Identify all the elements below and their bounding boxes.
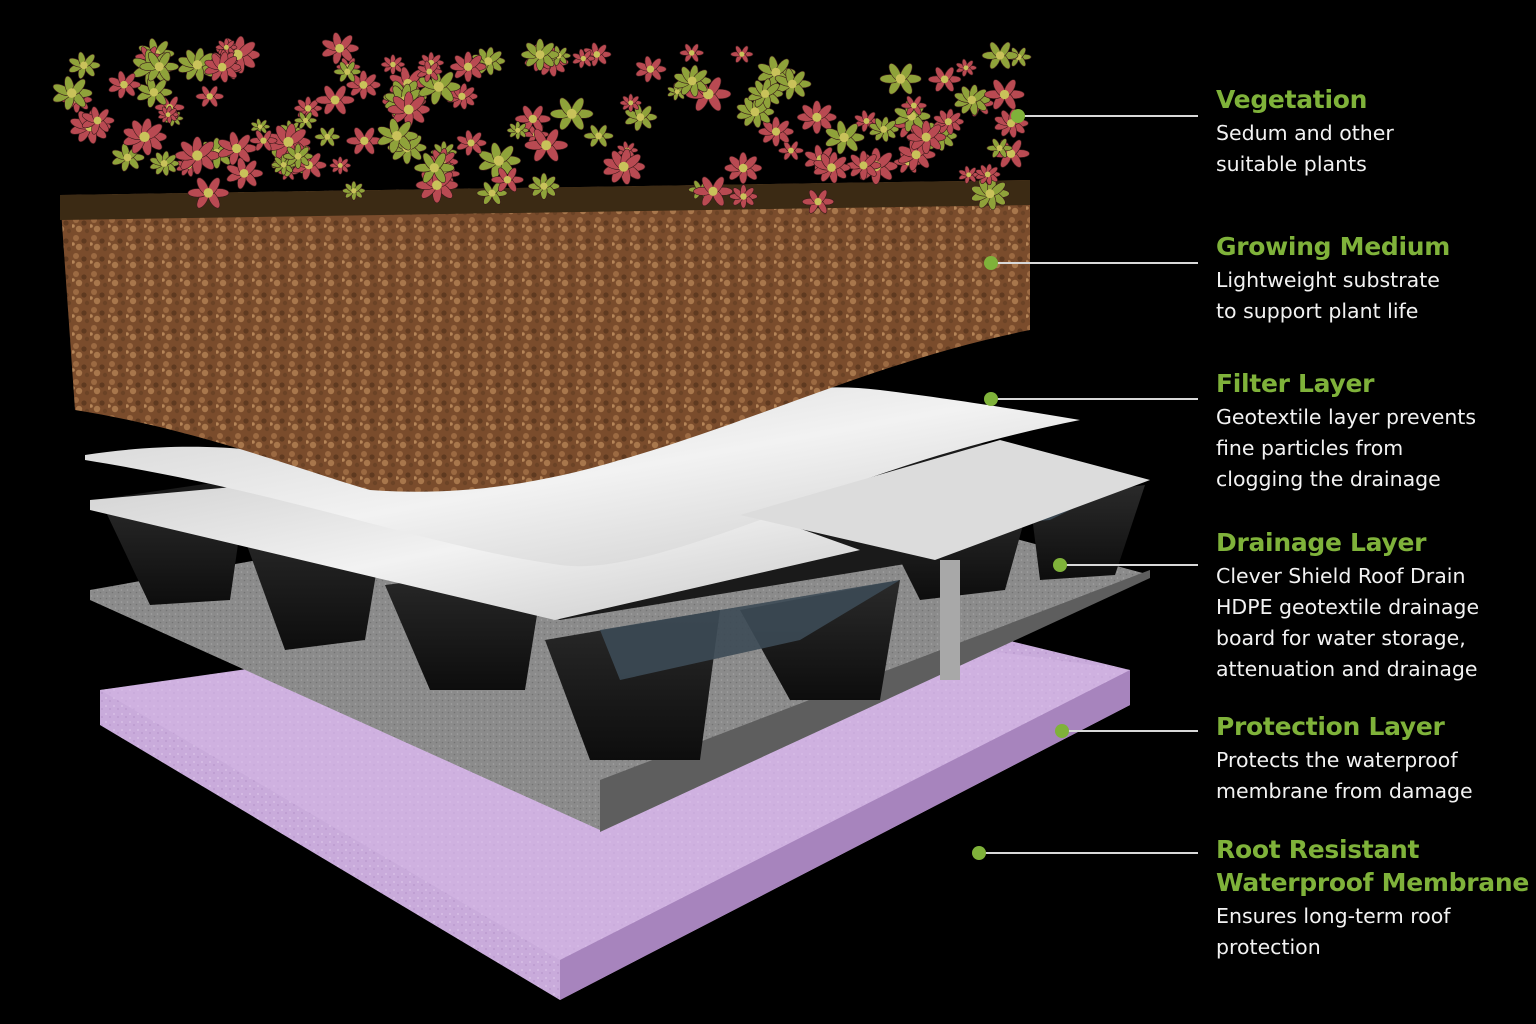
vegetation-marker xyxy=(1011,109,1025,123)
protection-layer-title: Protection Layer xyxy=(1216,712,1445,741)
growing-medium-label: Growing Medium Lightweight substrate to … xyxy=(1216,230,1531,327)
drainage-layer-description: Clever Shield Roof Drain HDPE geotextile… xyxy=(1216,564,1480,681)
protection-layer-description: Protects the waterproof membrane from da… xyxy=(1216,748,1473,803)
protection-layer-marker xyxy=(1055,724,1069,738)
filter-layer-description: Geotextile layer prevents fine particles… xyxy=(1216,405,1477,491)
membrane-title: Root Resistant Waterproof Membrane xyxy=(1216,835,1529,897)
vegetation-leader-line xyxy=(1018,115,1198,117)
membrane-marker xyxy=(972,846,986,860)
vegetation-graphic xyxy=(52,32,1032,214)
filter-layer-marker xyxy=(984,392,998,406)
membrane-description: Ensures long-term roof protection xyxy=(1216,904,1451,959)
filter-layer-graphic xyxy=(85,387,1150,620)
filter-layer-label: Filter Layer Geotextile layer prevents f… xyxy=(1216,367,1531,495)
filter-layer-leader-line xyxy=(991,398,1198,400)
vegetation-title: Vegetation xyxy=(1216,85,1368,114)
drainage-layer-marker xyxy=(1053,558,1067,572)
filter-layer-title: Filter Layer xyxy=(1216,369,1375,398)
drainage-layer-leader-line xyxy=(1060,564,1198,566)
growing-medium-graphic xyxy=(60,180,1030,492)
growing-medium-description: Lightweight substrate to support plant l… xyxy=(1216,268,1440,323)
membrane-label: Root Resistant Waterproof Membrane Ensur… xyxy=(1216,833,1531,963)
growing-medium-leader-line xyxy=(991,262,1198,264)
vegetation-label: Vegetation Sedum and other suitable plan… xyxy=(1216,83,1531,180)
protection-layer-leader-line xyxy=(1062,730,1198,732)
drainage-layer-title: Drainage Layer xyxy=(1216,528,1427,557)
growing-medium-title: Growing Medium xyxy=(1216,232,1451,261)
growing-medium-marker xyxy=(984,256,998,270)
protection-layer-label: Protection Layer Protects the waterproof… xyxy=(1216,710,1531,807)
vegetation-description: Sedum and other suitable plants xyxy=(1216,121,1394,176)
membrane-leader-line xyxy=(979,852,1198,854)
drainage-layer-label: Drainage Layer Clever Shield Roof Drain … xyxy=(1216,526,1531,685)
